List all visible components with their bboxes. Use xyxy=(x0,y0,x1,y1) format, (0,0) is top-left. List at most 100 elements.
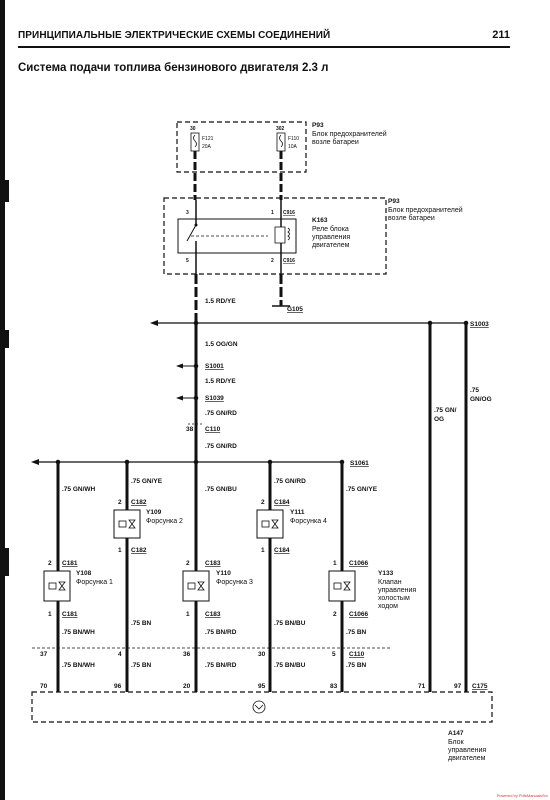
mid-label-2: .75 BN xyxy=(131,662,152,669)
y110-id: Y110 xyxy=(216,570,231,577)
fuse1-symbol xyxy=(190,132,200,152)
arrow-left-icon xyxy=(176,363,183,369)
relay-pin-tl: 3 xyxy=(186,210,189,216)
y111-id: Y111 xyxy=(290,509,305,516)
fuse1-rating: 20A xyxy=(202,144,212,150)
fuse1-icon xyxy=(193,134,197,148)
ecu-icon-inner xyxy=(254,704,264,710)
branch-label-1: .75 GN/WH xyxy=(62,486,96,493)
relay-box-id: P93 xyxy=(388,198,400,205)
relay-coil-icon xyxy=(287,227,290,241)
y108-connector-bot: C181 xyxy=(62,611,78,618)
relay-desc-2: управления xyxy=(312,234,350,241)
arrow-left-icon xyxy=(31,459,39,465)
page-edge-mark xyxy=(0,330,9,348)
y133-pin-top: 1 xyxy=(333,560,337,567)
mid-label-4: .75 BN/BU xyxy=(274,662,306,669)
y133-connector: C1066 xyxy=(349,560,369,567)
c175-pin-96: 96 xyxy=(114,683,122,690)
fuse2-id: F110 xyxy=(288,136,299,142)
lower-label-3: .75 BN/RD xyxy=(205,629,237,636)
c175-pin-71: 71 xyxy=(418,683,426,690)
connector-c110-bottom: C110 xyxy=(349,651,365,658)
fuse-box-desc-1: Блок предохранителей xyxy=(312,130,387,138)
y111-connector: C184 xyxy=(274,499,290,506)
lower-label-2: .75 BN xyxy=(131,620,152,627)
y108-name: Форсунка 1 xyxy=(76,579,113,586)
connector-c110-top: C110 xyxy=(205,426,221,433)
c110-pin-30: 30 xyxy=(258,651,266,658)
y110-pin-bot: 1 xyxy=(186,611,190,618)
y109-injector xyxy=(113,509,141,539)
y109-name: Форсунка 2 xyxy=(146,518,183,525)
y133-name-3: холостым xyxy=(378,595,410,602)
y110-name: Форсунка 3 xyxy=(216,579,253,586)
lower-label-4: .75 BN/BU xyxy=(274,620,306,627)
y109-id: Y109 xyxy=(146,509,162,516)
wire-label-rd-ye-top: 1.5 RD/YE xyxy=(205,298,236,305)
splice-dot xyxy=(193,395,199,401)
y108-coil xyxy=(48,582,57,590)
relay-switch-arm xyxy=(186,224,197,242)
valve-icon xyxy=(343,581,351,591)
valve-icon xyxy=(128,519,136,529)
y111-pin-bot: 1 xyxy=(261,547,265,554)
page-edge-mark xyxy=(0,548,9,576)
ecu-desc-2: управления xyxy=(448,747,486,754)
relay-coil xyxy=(274,226,286,244)
ecu-icon xyxy=(252,700,266,714)
y108-id: Y108 xyxy=(76,570,92,577)
fuse2-symbol xyxy=(276,132,286,152)
y110-pin-top: 2 xyxy=(186,560,190,567)
y111-name: Форсунка 4 xyxy=(290,518,327,525)
header-title: ПРИНЦИПИАЛЬНЫЕ ЭЛЕКТРИЧЕСКИЕ СХЕМЫ СОЕДИ… xyxy=(18,30,331,41)
y108-pin-bot: 1 xyxy=(48,611,52,618)
y133-name-4: ходом xyxy=(378,603,398,610)
c175-pin-70: 70 xyxy=(40,683,48,690)
ecu-box-outline xyxy=(31,691,493,723)
y109-pin-top: 2 xyxy=(118,499,122,506)
y109-coil xyxy=(118,520,127,528)
wire-label-gn-rd-1: .75 GN/RD xyxy=(205,410,237,417)
credit-text: Powered by PdfsManualsSrc xyxy=(496,793,548,798)
relay-id: K163 xyxy=(312,217,328,224)
c175-pin-83: 83 xyxy=(330,683,338,690)
connector-c175: C175 xyxy=(472,683,488,690)
y133-pin-bot: 2 xyxy=(333,611,337,618)
y111-injector xyxy=(256,509,284,539)
y109-connector: C182 xyxy=(131,499,147,506)
y109-connector-bot: C182 xyxy=(131,547,147,554)
y133-connector-bot: C1066 xyxy=(349,611,369,618)
y133-valve xyxy=(328,570,356,602)
relay-desc-3: двигателем xyxy=(312,242,350,249)
valve-icon xyxy=(58,581,66,591)
y133-id: Y133 xyxy=(378,570,394,577)
splice-s1039: S1039 xyxy=(205,395,224,402)
valve-icon xyxy=(197,581,205,591)
y110-connector: C183 xyxy=(205,560,221,567)
y108-pin-top: 2 xyxy=(48,560,52,567)
page-header: ПРИНЦИПИАЛЬНЫЕ ЭЛЕКТРИЧЕСКИЕ СХЕМЫ СОЕДИ… xyxy=(18,28,510,48)
y108-connector: C181 xyxy=(62,560,78,567)
splice-s1061: S1061 xyxy=(350,460,369,467)
relay-connector-top: C916 xyxy=(283,210,295,216)
page-edge-bar xyxy=(0,0,5,800)
relay-pin-tr: 1 xyxy=(271,210,274,216)
branch-label-3: .75 GN/BU xyxy=(205,486,237,493)
lower-label-1: .75 BN/WH xyxy=(62,629,95,636)
y110-connector-bot: C183 xyxy=(205,611,221,618)
relay-desc-1: Реле блока xyxy=(312,225,349,233)
c110-pin-38: 38 xyxy=(186,426,194,433)
y133-name-1: Клапан xyxy=(378,579,402,586)
c110-pin-4: 4 xyxy=(118,651,122,658)
branch-label-2: .75 GN/YE xyxy=(131,478,163,485)
mid-label-1: .75 BN/WH xyxy=(62,662,95,669)
fuse-box-id: P93 xyxy=(312,122,324,129)
relay-box-desc-2: возле батареи xyxy=(388,214,435,222)
wire-label-gn-og-left-2: OG xyxy=(434,416,444,423)
y111-coil xyxy=(261,520,270,528)
fuse1-pin: 30 xyxy=(190,126,196,132)
y133-coil xyxy=(333,582,342,590)
y108-injector xyxy=(43,570,71,602)
fuse2-pin: 302 xyxy=(276,126,285,132)
